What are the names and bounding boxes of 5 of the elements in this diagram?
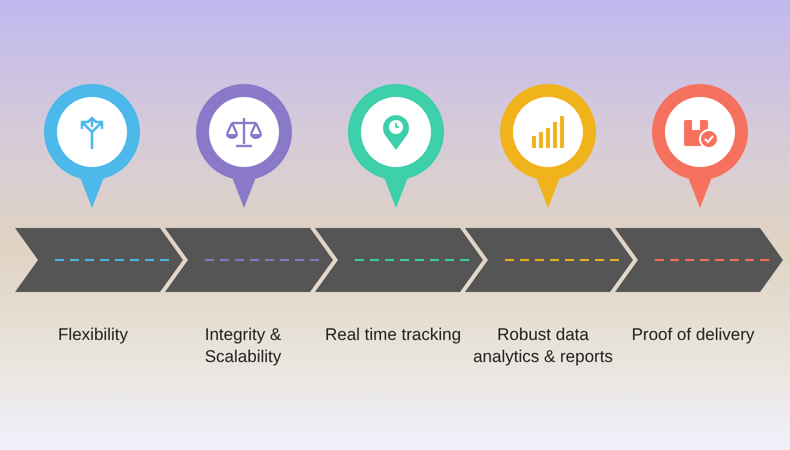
feature-label: Integrity & Scalability (204, 324, 282, 368)
feature-label: Proof of delivery (630, 324, 756, 346)
feature-label: Robust data analytics & reports (473, 324, 613, 368)
feature-label: Flexibility (57, 324, 129, 346)
feature-label: Real time tracking (324, 324, 462, 346)
